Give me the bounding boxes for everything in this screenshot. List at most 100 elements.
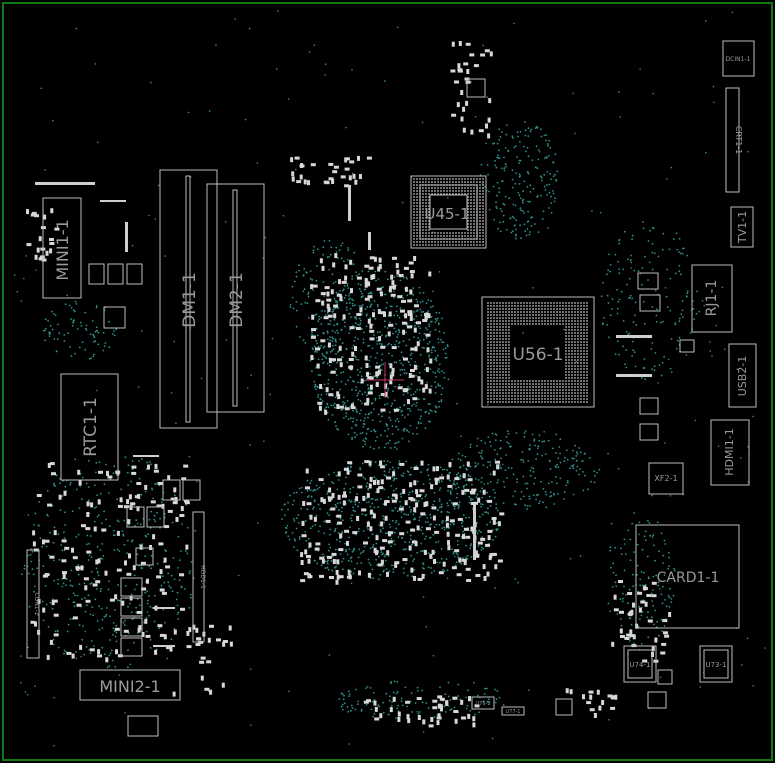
via xyxy=(429,482,431,485)
via xyxy=(447,695,450,698)
pad xyxy=(440,706,443,712)
via xyxy=(332,310,334,313)
bga-ball xyxy=(493,362,495,364)
pad xyxy=(474,550,478,556)
bga-ball xyxy=(493,377,495,379)
bga-ball xyxy=(559,305,561,307)
via xyxy=(394,442,396,445)
bga-ball xyxy=(571,359,573,361)
bga-ball xyxy=(502,326,504,328)
via xyxy=(469,446,472,449)
pad xyxy=(392,284,396,290)
via xyxy=(39,537,42,540)
via xyxy=(374,397,377,400)
via xyxy=(327,323,330,325)
bga-ball xyxy=(487,380,489,382)
via xyxy=(326,330,329,333)
bga-ball xyxy=(502,314,504,316)
via xyxy=(545,134,548,136)
pad xyxy=(428,271,432,277)
via xyxy=(107,588,110,591)
via xyxy=(512,473,515,476)
via xyxy=(512,137,514,139)
bga-ball xyxy=(577,374,579,376)
pad xyxy=(299,174,303,180)
via xyxy=(331,481,333,483)
via xyxy=(366,306,369,308)
pad xyxy=(332,262,336,268)
pad xyxy=(183,464,189,468)
pad xyxy=(355,496,359,502)
bga-ball xyxy=(520,392,522,394)
bga-ball xyxy=(499,362,501,364)
bga-ball xyxy=(553,320,555,322)
via xyxy=(303,268,306,270)
bga-ball xyxy=(490,344,492,346)
via xyxy=(48,331,50,334)
via xyxy=(348,743,351,745)
via xyxy=(636,564,639,567)
via xyxy=(304,520,307,522)
via xyxy=(324,567,327,569)
bga-ball xyxy=(487,308,489,310)
pad xyxy=(167,475,171,481)
via xyxy=(397,536,400,538)
via xyxy=(453,507,456,510)
bga-ball xyxy=(526,314,528,316)
via xyxy=(398,460,401,462)
bga-ball xyxy=(580,338,582,340)
bga-ball xyxy=(544,320,546,322)
via xyxy=(524,129,527,132)
via xyxy=(438,363,441,366)
via xyxy=(412,393,415,396)
via xyxy=(58,332,61,335)
via xyxy=(335,291,338,294)
via xyxy=(419,339,421,342)
pad xyxy=(104,570,108,576)
pad xyxy=(369,323,373,329)
via xyxy=(394,507,397,509)
bga-ball xyxy=(443,235,445,237)
via xyxy=(763,647,766,649)
bga-ball xyxy=(580,326,582,328)
bga-ball xyxy=(437,187,439,189)
bga-ball xyxy=(422,181,424,183)
via xyxy=(533,482,535,485)
bga-ball xyxy=(505,386,507,388)
via xyxy=(102,349,105,352)
bga-ball xyxy=(428,190,430,192)
via xyxy=(144,555,147,557)
bga-ball xyxy=(526,383,528,385)
pad xyxy=(454,718,458,724)
pad xyxy=(32,530,36,536)
via xyxy=(88,357,91,360)
bga-ball xyxy=(538,380,540,382)
pad xyxy=(338,279,341,285)
via xyxy=(81,476,84,479)
via xyxy=(638,533,640,536)
bga-ball xyxy=(505,356,507,358)
via xyxy=(351,69,353,71)
pad xyxy=(413,575,416,581)
via xyxy=(622,345,624,348)
via xyxy=(89,535,92,537)
bga-ball xyxy=(571,323,573,325)
bga-ball xyxy=(568,362,570,364)
via xyxy=(415,315,418,318)
via xyxy=(348,548,351,550)
bga-ball xyxy=(496,395,498,397)
via xyxy=(376,343,378,345)
bga-ball xyxy=(473,193,475,195)
via xyxy=(507,466,510,469)
bga-ball xyxy=(508,389,510,391)
via xyxy=(443,570,446,572)
pad xyxy=(62,571,67,575)
pad xyxy=(410,567,414,573)
via xyxy=(112,622,115,624)
bga-ball xyxy=(502,353,504,355)
pad xyxy=(86,550,92,554)
via xyxy=(618,268,620,270)
pad xyxy=(375,550,378,556)
via xyxy=(369,372,371,375)
via xyxy=(35,269,37,271)
